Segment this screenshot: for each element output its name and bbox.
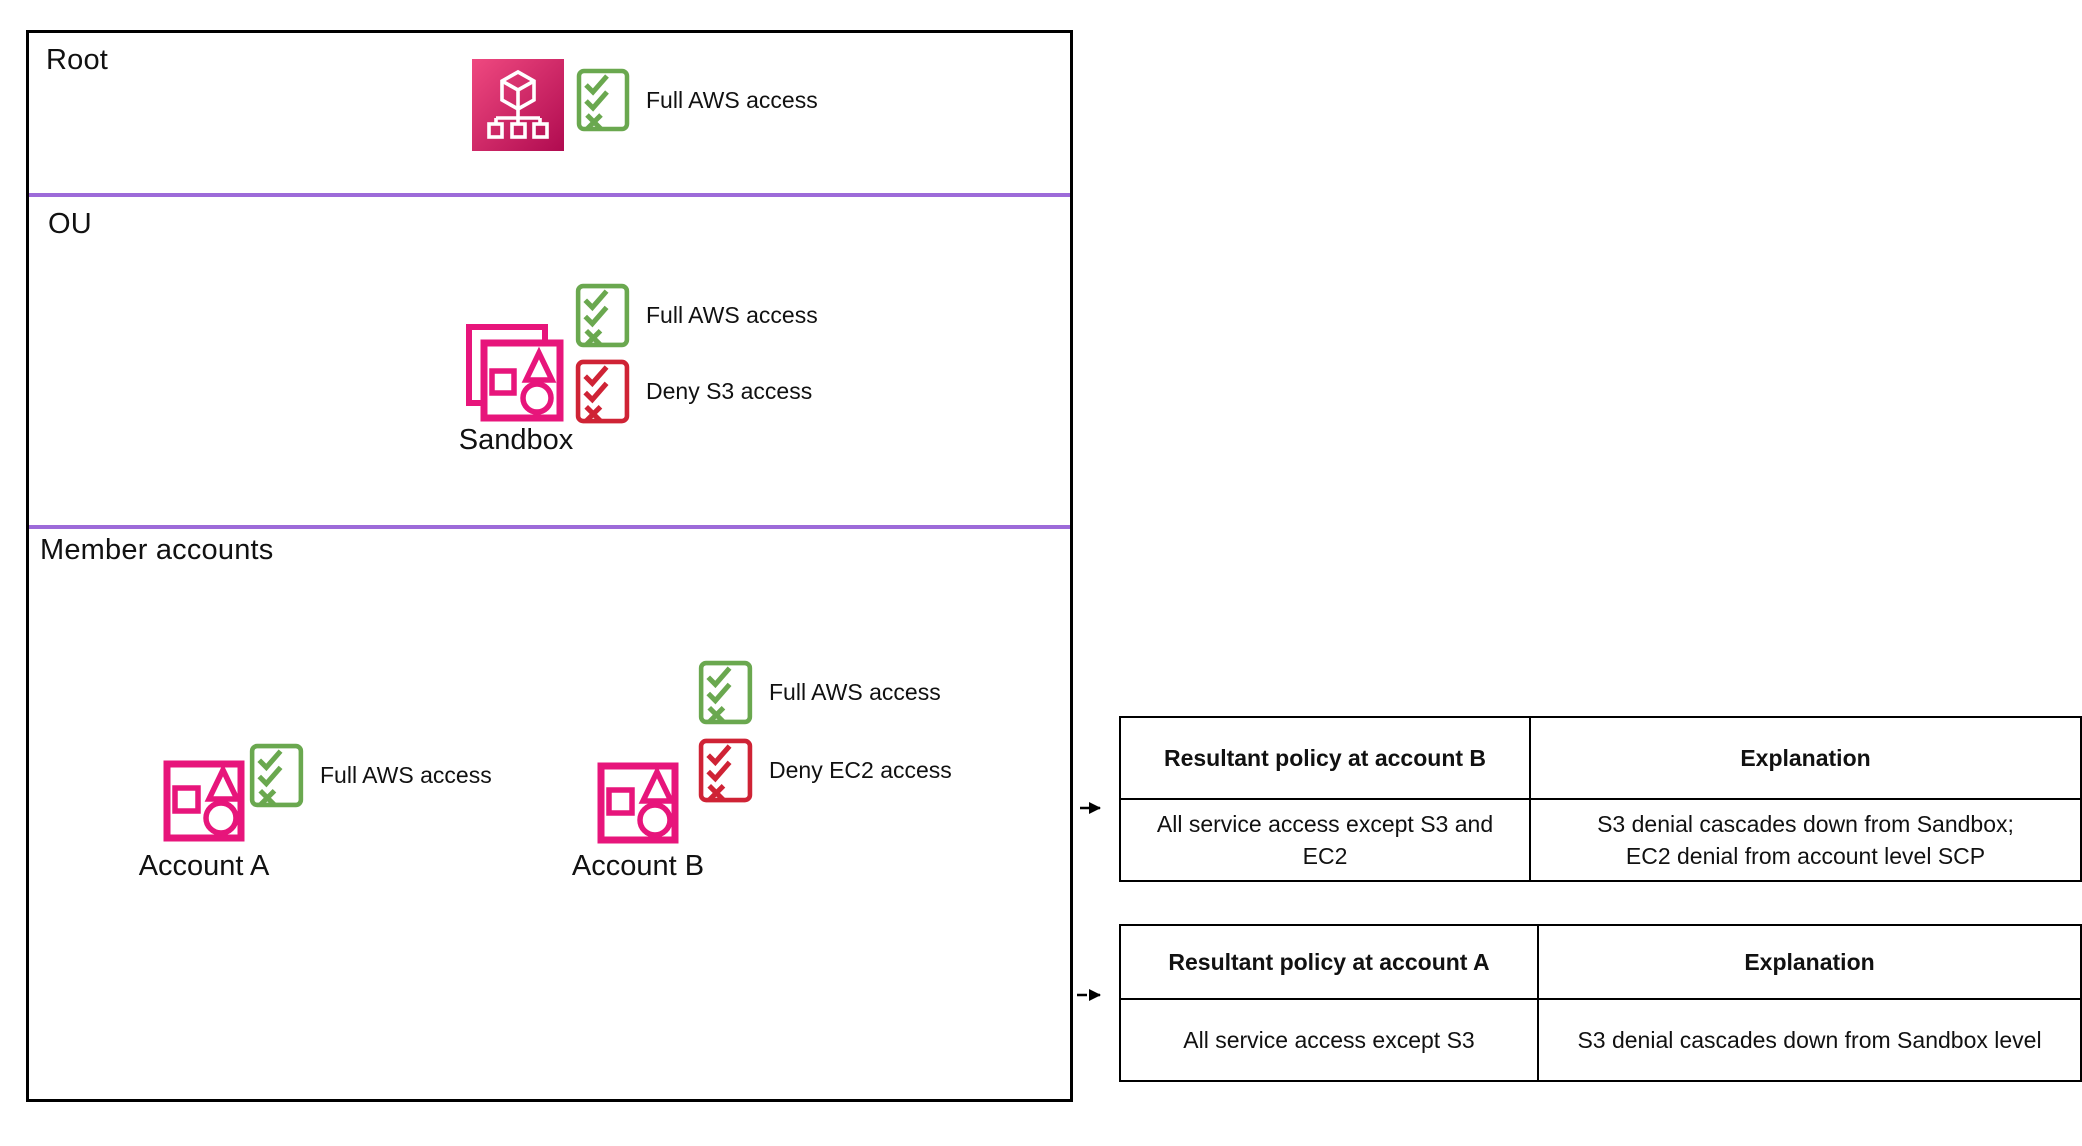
policy-sandbox-full-access: Full AWS access bbox=[575, 283, 818, 348]
policy-label: Deny S3 access bbox=[646, 378, 813, 404]
policy-label: Full AWS access bbox=[646, 302, 818, 328]
organizational-unit-icon bbox=[466, 324, 564, 422]
divider-root-ou bbox=[29, 193, 1070, 197]
checklist-allow-icon bbox=[575, 283, 630, 348]
policy-label: Full AWS access bbox=[646, 86, 818, 113]
policy-account-b-deny-ec2: Deny EC2 access bbox=[698, 737, 952, 804]
account-icon bbox=[163, 760, 245, 842]
table-cell: All service access except S3 and EC2 bbox=[1120, 799, 1530, 881]
section-label-root: Root bbox=[46, 44, 109, 76]
resultant-policy-table-account-a: Resultant policy at account A Explanatio… bbox=[1119, 924, 2082, 1082]
checklist-allow-icon bbox=[576, 68, 630, 132]
policy-root-full-access: Full AWS access bbox=[576, 68, 818, 132]
organization-boundary bbox=[26, 30, 1073, 1102]
policy-sandbox-deny-s3: Deny S3 access bbox=[575, 358, 812, 425]
policy-label: Full AWS access bbox=[320, 762, 492, 788]
table-header-cell: Resultant policy at account A bbox=[1120, 925, 1538, 999]
account-b-label: Account B bbox=[571, 850, 705, 882]
checklist-deny-icon bbox=[698, 738, 753, 803]
table-cell: S3 denial cascades down from Sandbox; EC… bbox=[1530, 799, 2081, 881]
table-cell: All service access except S3 bbox=[1120, 999, 1538, 1081]
account-a-label: Account A bbox=[138, 850, 270, 882]
divider-ou-member bbox=[29, 525, 1070, 529]
table-cell: S3 denial cascades down from Sandbox lev… bbox=[1538, 999, 2081, 1081]
table-header-cell: Explanation bbox=[1530, 717, 2081, 799]
policy-label: Full AWS access bbox=[769, 679, 941, 705]
table-header-cell: Explanation bbox=[1538, 925, 2081, 999]
resultant-policy-table-account-b: Resultant policy at account B Explanatio… bbox=[1119, 716, 2082, 882]
section-label-member: Member accounts bbox=[40, 534, 274, 566]
sandbox-label: Sandbox bbox=[458, 424, 574, 456]
policy-account-a-full-access: Full AWS access bbox=[249, 743, 492, 808]
checklist-allow-icon bbox=[698, 660, 753, 725]
section-label-ou: OU bbox=[48, 208, 92, 240]
account-icon bbox=[597, 762, 679, 844]
policy-account-b-full-access: Full AWS access bbox=[698, 660, 941, 725]
table-header-cell: Resultant policy at account B bbox=[1120, 717, 1530, 799]
policy-label: Deny EC2 access bbox=[769, 757, 952, 783]
checklist-deny-icon bbox=[575, 359, 630, 424]
checklist-allow-icon bbox=[249, 743, 304, 808]
organizations-icon bbox=[472, 59, 564, 151]
